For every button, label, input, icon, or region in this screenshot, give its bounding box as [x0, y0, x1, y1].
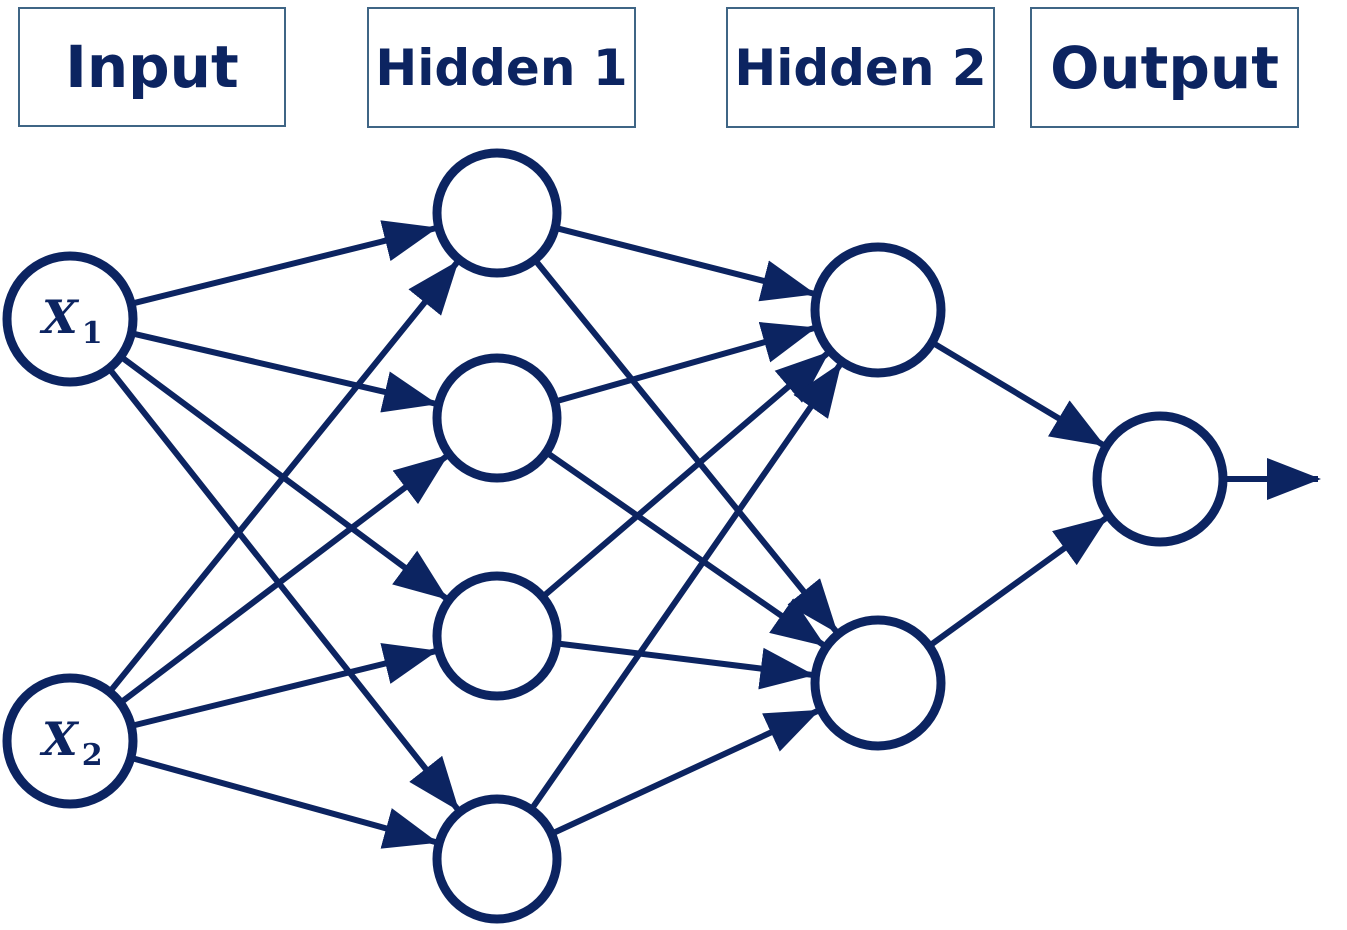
- connection-input-1-to-hidden1-2: [130, 330, 438, 413]
- hidden1-node-1: [432, 148, 562, 278]
- connection-input-2-to-hidden1-2: [118, 453, 449, 705]
- hidden1-node-3: [432, 571, 562, 701]
- hidden2-node-1: [810, 242, 946, 378]
- connection-input-1-to-hidden1-4: [107, 367, 461, 812]
- connection-input-2-to-hidden1-3: [130, 643, 438, 729]
- hidden2-node-2: [810, 615, 946, 751]
- connection-hidden1-3-to-hidden2-2: [555, 640, 815, 690]
- connection-input-2-to-hidden1-4: [129, 755, 439, 849]
- hidden1-node-4: [432, 794, 562, 924]
- output-node-1: [1092, 411, 1228, 547]
- input-node-1: [2, 251, 138, 387]
- connection-hidden1-4-to-hidden2-1: [529, 362, 843, 812]
- hidden2-layer-box: Hidden 2: [726, 7, 995, 128]
- hidden1-layer-label: Hidden 1: [375, 38, 628, 97]
- connection-input-1-to-hidden1-1: [130, 220, 438, 307]
- input-node-2: [2, 673, 138, 809]
- connections: [107, 220, 1109, 849]
- output-layer-box: Output: [1030, 7, 1299, 128]
- connection-hidden2-1-to-output-1: [930, 340, 1106, 448]
- input-layer-box: Input: [18, 7, 286, 127]
- connection-hidden1-1-to-hidden2-1: [554, 225, 817, 302]
- connection-hidden1-4-to-hidden2-2: [550, 708, 821, 836]
- input-layer-label: Input: [65, 33, 239, 101]
- connection-hidden1-2-to-hidden2-2: [544, 450, 826, 648]
- hidden2-layer-label: Hidden 2: [734, 38, 987, 97]
- hidden1-layer-box: Hidden 1: [367, 7, 636, 128]
- connection-input-2-to-hidden1-1: [107, 259, 460, 694]
- output-layer-label: Output: [1050, 33, 1279, 102]
- connection-hidden1-1-to-hidden2-2: [533, 258, 839, 634]
- connection-hidden1-2-to-hidden2-1: [553, 322, 817, 405]
- hidden1-node-2: [432, 353, 562, 483]
- connection-hidden1-3-to-hidden2-1: [541, 350, 831, 599]
- connection-hidden2-2-to-output-1: [927, 515, 1109, 648]
